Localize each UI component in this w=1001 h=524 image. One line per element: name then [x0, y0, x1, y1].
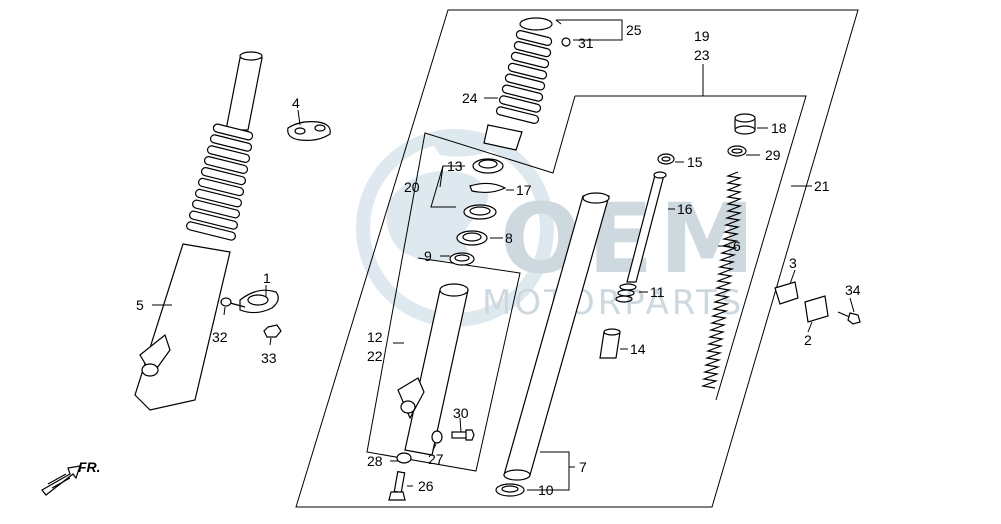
label-25: 25: [626, 22, 642, 38]
label-32: 32: [212, 329, 228, 345]
fork-slider: [397, 283, 469, 456]
label-34: 34: [845, 282, 861, 298]
part-27-washer: [431, 430, 443, 444]
dust-boot-upper: [483, 17, 553, 151]
dust-boot-left: [186, 123, 254, 241]
front-arrow-label: FR.: [78, 459, 101, 475]
part-32-bolt: [220, 297, 246, 308]
label-5: 5: [136, 297, 144, 313]
label-3: 3: [789, 255, 797, 271]
label-26: 26: [418, 478, 434, 494]
watermark-logo: OEM: [500, 183, 761, 295]
label-18: 18: [771, 120, 787, 136]
main-frame: [295, 9, 859, 508]
label-22: 22: [367, 348, 383, 364]
label-9: 9: [424, 248, 432, 264]
part-26-bolt: [388, 470, 406, 501]
fork-inner-tube: [503, 192, 610, 481]
front-arrow-icon: FR.: [41, 459, 101, 496]
label-12: 12: [367, 329, 383, 345]
label-15: 15: [687, 154, 703, 170]
label-16: 16: [677, 201, 693, 217]
part-2-holder: [804, 295, 829, 323]
label-23: 23: [694, 47, 710, 63]
label-6: 6: [733, 238, 741, 254]
part-11-spring: [615, 283, 637, 303]
watermark-text: MOTORPARTS: [482, 283, 744, 323]
fork-spring: [700, 171, 743, 389]
part-29-oring: [727, 145, 747, 157]
label-2: 2: [804, 332, 812, 348]
part-14-collar: [599, 328, 621, 359]
label-10: 10: [538, 482, 554, 498]
label-20: 20: [404, 179, 420, 195]
label-17: 17: [516, 182, 532, 198]
part-18-cap: [734, 113, 756, 135]
label-30: 30: [453, 405, 469, 421]
label-13: 13: [447, 158, 463, 174]
damper-rod: [626, 171, 667, 283]
part-1-clamp: [239, 289, 279, 314]
label-24: 24: [462, 90, 478, 106]
part-15-ring: [657, 153, 675, 165]
label-4: 4: [292, 95, 300, 111]
part-31-screw: [561, 37, 571, 47]
label-28: 28: [367, 453, 383, 469]
label-31: 31: [578, 35, 594, 51]
label-33: 33: [261, 350, 277, 366]
spring-group-bracket: [575, 95, 807, 401]
label-21: 21: [814, 178, 830, 194]
part-33-nut: [263, 324, 282, 338]
fork-tube-group-bracket: [366, 95, 576, 472]
part-4-bracket: [287, 121, 331, 141]
label-8: 8: [505, 230, 513, 246]
part-labels: 1 2 3 4 5 6 7 8 9 10 11 12 13 14 15 16 1…: [136, 22, 861, 498]
leader-lines: [152, 19, 855, 491]
label-11: 11: [650, 284, 665, 300]
label-1: 1: [263, 270, 271, 286]
part-30-bolt: [451, 429, 475, 441]
label-7: 7: [579, 459, 587, 475]
part-34-bolt: [837, 311, 861, 325]
part-3-holder: [774, 281, 799, 305]
label-29: 29: [765, 147, 781, 163]
part-28-washer: [396, 452, 412, 464]
fork-assembly-left: [134, 51, 263, 411]
label-27: 27: [428, 451, 444, 467]
part-10-seal: [495, 483, 525, 497]
seal-stack: [449, 158, 507, 266]
label-14: 14: [630, 341, 646, 357]
label-19: 19: [694, 28, 710, 44]
